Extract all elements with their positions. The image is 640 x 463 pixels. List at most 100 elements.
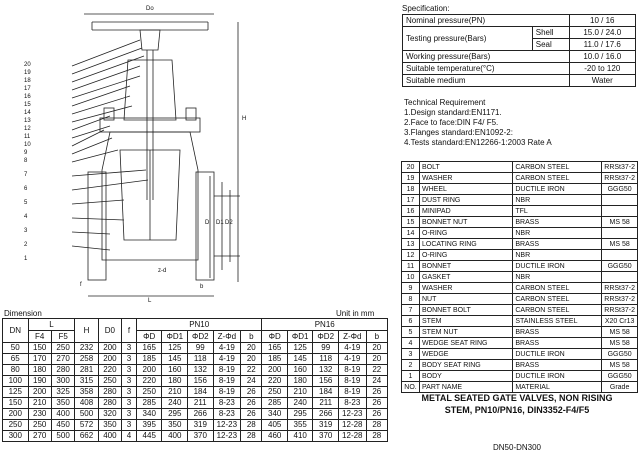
table-cell: 200 [27,386,52,398]
part-material: MATERIAL [512,381,603,393]
part-no: 14 [401,227,420,239]
part-material: CARBON STEEL [512,304,603,316]
col-sub: ΦD2 [312,330,339,343]
part-grade [601,205,638,217]
table-cell: 24 [240,375,263,387]
table-cell: 100 [2,375,29,387]
part-number: 18 [24,78,31,84]
table-cell: 8-19 [212,375,242,387]
part-name: PART NAME [418,381,514,393]
part-material: DUCTILE IRON [512,348,603,360]
part-no: 13 [401,238,420,250]
part-number: 7 [24,172,28,178]
table-cell: 12-23 [337,408,367,420]
table-cell: 319 [187,419,214,431]
table-cell: 285 [261,397,288,409]
dim-label-b: b [200,284,204,290]
part-grade [601,194,638,206]
table-cell: 160 [161,364,188,376]
part-material: NBR [512,194,603,206]
table-cell: 266 [187,408,214,420]
table-cell: 28 [365,430,389,442]
part-no: 2 [401,359,420,371]
part-name: BODY SEAT RING [418,359,514,371]
table-cell: 500 [74,408,99,420]
table-cell: 232 [74,342,99,354]
col-sub: Z-Φd [212,330,242,343]
part-material: BRASS [512,359,603,371]
part-grade: MS 58 [601,337,638,349]
part-no: 3 [401,348,420,360]
table-cell: 300 [50,375,76,387]
table-cell: 405 [261,419,288,431]
table-cell: 240 [161,397,188,409]
part-grade: RRSt37-2 [601,161,638,173]
part-no: 6 [401,315,420,327]
table-cell: 184 [312,386,339,398]
table-cell: 165 [135,342,163,354]
table-cell: 22 [365,364,389,376]
table-cell: 8-19 [337,386,367,398]
table-cell: 445 [135,430,163,442]
part-material: STAINLESS STEEL [512,315,603,327]
part-name: BONNET NUT [418,216,514,228]
table-cell: 125 [2,386,29,398]
table-cell: 500 [50,430,76,442]
col-l: L [27,318,76,331]
table-cell: 250 [135,386,163,398]
table-cell: 145 [286,353,314,365]
col-d0: D0 [97,318,123,343]
table-cell: 8-23 [337,397,367,409]
table-cell: 295 [161,408,188,420]
col-pn16: PN16 [261,318,388,331]
part-grade [601,271,638,283]
table-cell: 400 [50,408,76,420]
table-cell: 132 [312,364,339,376]
table-cell: 160 [286,364,314,376]
table-cell: 350 [97,419,123,431]
spec-table: Nominal pressure(PN) 10 / 16 Testing pre… [402,14,637,87]
part-name: WHEEL [418,183,514,195]
table-cell: 3 [121,364,137,376]
part-material: DUCTILE IRON [512,183,603,195]
valve-cross-section [71,13,240,297]
table-cell: 28 [240,430,263,442]
part-name: BONNET [418,260,514,272]
table-cell: 220 [135,375,163,387]
dim-label-d1: D1 [216,220,224,226]
part-material: CARBON STEEL [512,282,603,294]
part-no: 9 [401,282,420,294]
table-cell: 200 [97,342,123,354]
table-cell: 266 [312,408,339,420]
part-name: MINIPAD [418,205,514,217]
table-cell: 26 [240,397,263,409]
table-cell: 180 [161,375,188,387]
table-cell: 240 [286,397,314,409]
table-cell: 20 [365,353,389,365]
table-cell: 26 [365,408,389,420]
dim-label-do: Do [146,6,154,12]
table-cell: 24 [365,375,389,387]
table-cell: 211 [187,397,214,409]
table-cell: 258 [74,353,99,365]
col-sub: b [365,330,389,343]
spec-value: Water [568,74,637,87]
table-cell: 99 [312,342,339,354]
table-cell: 99 [187,342,214,354]
part-grade: RRSt37-2 [601,304,638,316]
table-cell: 300 [2,430,29,442]
spec-row: Suitable temperature(°C) -20 to 120 [402,62,637,75]
part-no: NO. [401,381,420,393]
table-cell: 270 [27,430,52,442]
table-cell: 340 [135,408,163,420]
part-grade: GGG50 [601,183,638,195]
dim-label-d: D [205,220,210,226]
dim-label-d2: D2 [225,220,233,226]
